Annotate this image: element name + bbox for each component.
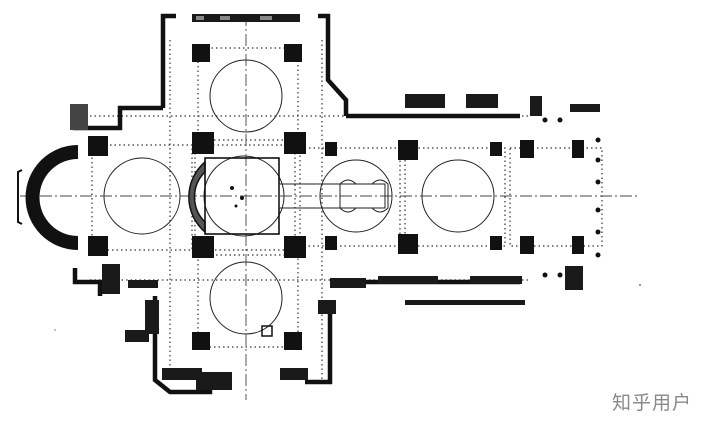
narthex-columns <box>542 117 601 278</box>
speck <box>639 284 641 286</box>
pier <box>192 236 214 258</box>
south-chamber <box>378 276 438 284</box>
altar-mark <box>234 204 238 208</box>
altar-mark <box>230 186 234 190</box>
column <box>595 179 601 185</box>
column <box>595 252 601 258</box>
south-stylobate <box>405 300 525 305</box>
west-bay <box>91 144 193 251</box>
pier <box>572 140 584 158</box>
column <box>595 229 601 235</box>
pier <box>88 236 108 256</box>
north-west-wall <box>160 13 176 108</box>
column <box>595 157 601 163</box>
axis-lines <box>20 14 640 400</box>
fragment-hatch <box>260 16 272 20</box>
column <box>595 207 601 213</box>
nave-bay-2 <box>404 147 506 247</box>
south-porch <box>565 266 583 290</box>
north-east-wall <box>318 13 349 116</box>
south-porch <box>280 368 308 380</box>
solea-walkway <box>278 183 386 209</box>
north-chamber <box>530 96 542 116</box>
speck <box>54 329 56 331</box>
south-west-chamber <box>128 280 158 288</box>
north-wall-fragment <box>192 14 300 22</box>
south-arm-bay <box>197 254 299 348</box>
paper-specks <box>54 284 641 331</box>
pier <box>284 44 302 62</box>
fragment-hatch <box>196 16 204 20</box>
pier <box>490 236 502 250</box>
pier <box>398 234 418 254</box>
apse-outer-steps <box>17 169 23 225</box>
altar-mark <box>240 196 244 200</box>
column <box>557 117 563 123</box>
apse <box>17 145 79 250</box>
font-basin <box>261 325 273 337</box>
south-chamber <box>470 276 522 284</box>
piers <box>88 44 584 350</box>
column <box>557 272 563 278</box>
column <box>595 137 601 143</box>
pier <box>284 236 306 258</box>
pier <box>192 44 210 62</box>
apse-wall <box>25 145 79 250</box>
south-chamber <box>330 278 366 288</box>
crossing-bay <box>194 144 296 251</box>
sanctuary-arc <box>188 160 206 234</box>
pier <box>325 236 337 250</box>
north-porch <box>570 104 600 112</box>
north-chamber <box>405 94 445 108</box>
sanctuary <box>188 157 389 235</box>
north-west-corner <box>70 104 88 130</box>
nave-bay-1 <box>299 147 401 247</box>
column <box>542 272 548 278</box>
pier <box>192 332 210 350</box>
ambo <box>339 179 389 213</box>
pier <box>520 140 534 158</box>
south-west-chamber <box>125 330 149 342</box>
west-south-wall <box>72 268 103 296</box>
south-east-wall <box>305 300 333 385</box>
south-porch <box>196 372 232 390</box>
north-arm-bay <box>197 47 299 141</box>
pier <box>398 140 418 160</box>
wall-fragments <box>70 14 600 390</box>
narthex-bay <box>509 147 603 247</box>
pier <box>520 236 534 254</box>
north-chamber <box>466 94 498 108</box>
fragment-hatch <box>220 16 230 20</box>
south-west-chamber <box>162 368 202 380</box>
west-north-wall <box>72 105 163 131</box>
pier <box>88 136 108 156</box>
watermark-text: 知乎用户 <box>612 392 693 414</box>
pier <box>325 142 337 156</box>
south-west-chamber <box>145 300 159 334</box>
pier <box>490 142 502 156</box>
pier <box>284 332 302 350</box>
south-west-chamber <box>102 264 120 294</box>
column <box>542 117 548 123</box>
dotted-bay-outlines <box>90 40 603 380</box>
pier <box>284 132 306 154</box>
pier <box>572 236 584 254</box>
south-east-chamber <box>318 300 336 314</box>
pier <box>192 132 214 154</box>
